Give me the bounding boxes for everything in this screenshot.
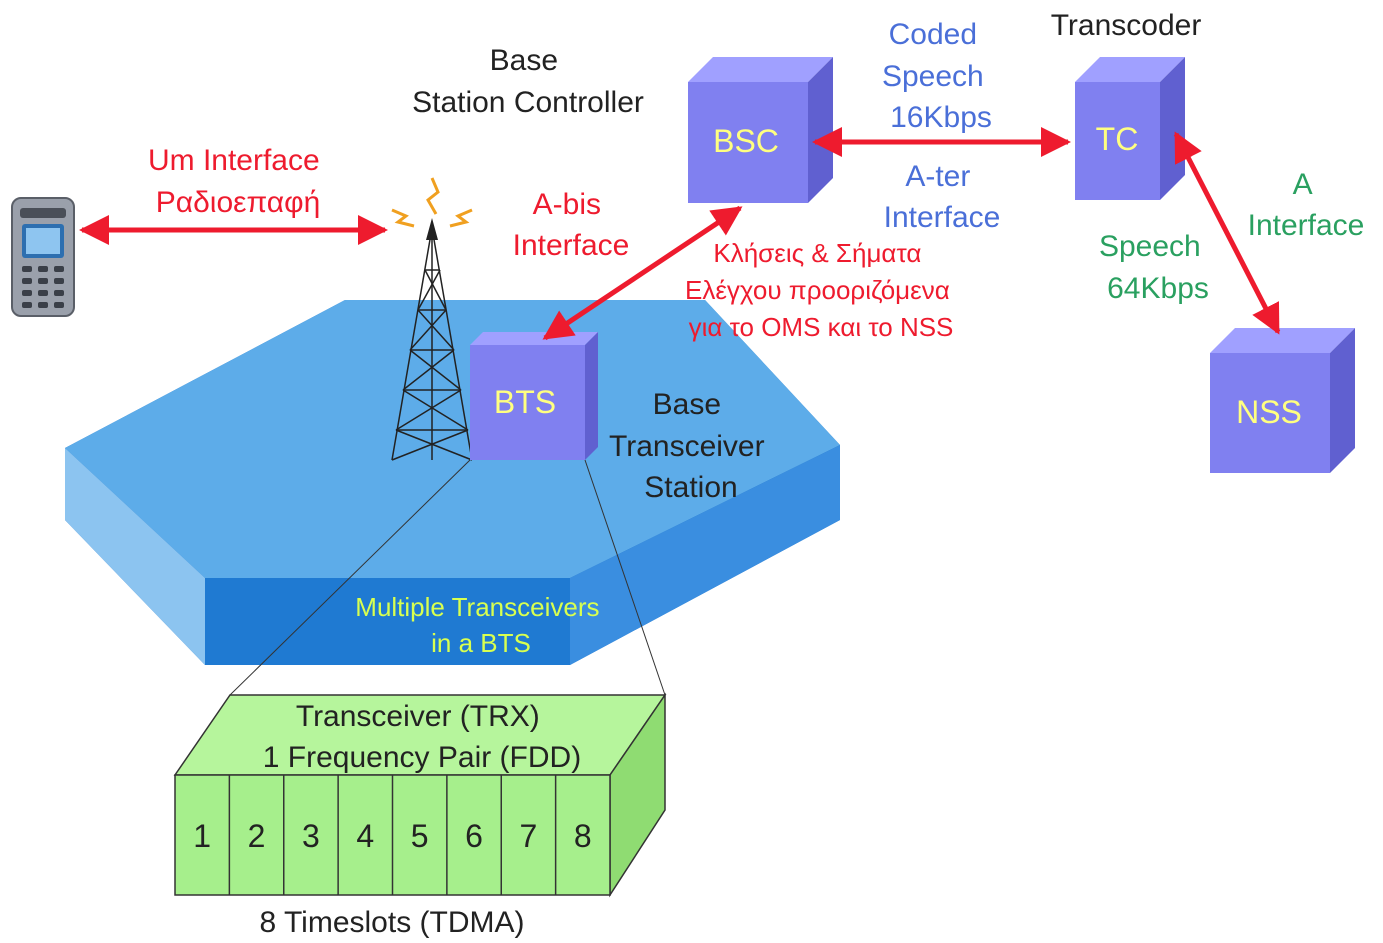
projection-line-left bbox=[229, 459, 471, 696]
a-interface-label: A Interface bbox=[1248, 168, 1365, 242]
timeslots-caption: 8 Timeslots (TDMA) bbox=[259, 906, 524, 939]
bts-title: Base Transceiver Station bbox=[609, 388, 773, 504]
ater-interface-label: A-ter Interface bbox=[884, 160, 1001, 234]
projection-line-right bbox=[584, 459, 666, 696]
timeslot-label: 7 bbox=[520, 818, 538, 854]
tc-label: TC bbox=[1096, 121, 1139, 157]
mobile-phone-icon bbox=[11, 197, 75, 317]
trx-title: Transceiver (TRX) 1 Frequency Pair (FDD) bbox=[263, 700, 581, 774]
multiple-transceivers-label: Multiple Transceivers in a BTS bbox=[355, 592, 606, 658]
um-interface-label: Um Interface Ραδιοεπαφή bbox=[148, 144, 328, 219]
abis-arrow bbox=[542, 205, 743, 341]
bts-box bbox=[470, 332, 598, 460]
timeslot-label: 5 bbox=[411, 818, 429, 854]
a-interface-arrow bbox=[1173, 131, 1281, 335]
transcoder-title: Transcoder bbox=[1051, 9, 1202, 42]
coded-speech-label: Coded Speech 16Kbps bbox=[882, 18, 992, 134]
timeslot-label: 2 bbox=[248, 818, 266, 854]
greek-control-signals-label: Κλήσεις & Σήματα Ελέγχου προοριζόμενα γι… bbox=[685, 238, 957, 342]
timeslot-label: 4 bbox=[356, 818, 374, 854]
radio-wave-icon bbox=[391, 177, 473, 228]
abis-interface-label: A-bis Interface bbox=[513, 188, 630, 262]
bts-label: BTS bbox=[494, 384, 556, 420]
bsc-label: BSC bbox=[713, 123, 779, 159]
timeslot-label: 8 bbox=[574, 818, 592, 854]
timeslot-label: 3 bbox=[302, 818, 320, 854]
nss-label: NSS bbox=[1236, 394, 1302, 430]
timeslot-label: 1 bbox=[193, 818, 211, 854]
timeslot-dividers bbox=[228, 775, 557, 895]
tc-box bbox=[1075, 57, 1185, 200]
timeslot-label: 6 bbox=[465, 818, 483, 854]
bts-platform bbox=[65, 300, 840, 665]
speech-64-label: Speech 64Kbps bbox=[1099, 230, 1209, 305]
antenna-tip bbox=[426, 218, 438, 240]
antenna-tower-icon bbox=[391, 227, 473, 461]
bsc-title: Base Station Controller bbox=[412, 44, 644, 119]
